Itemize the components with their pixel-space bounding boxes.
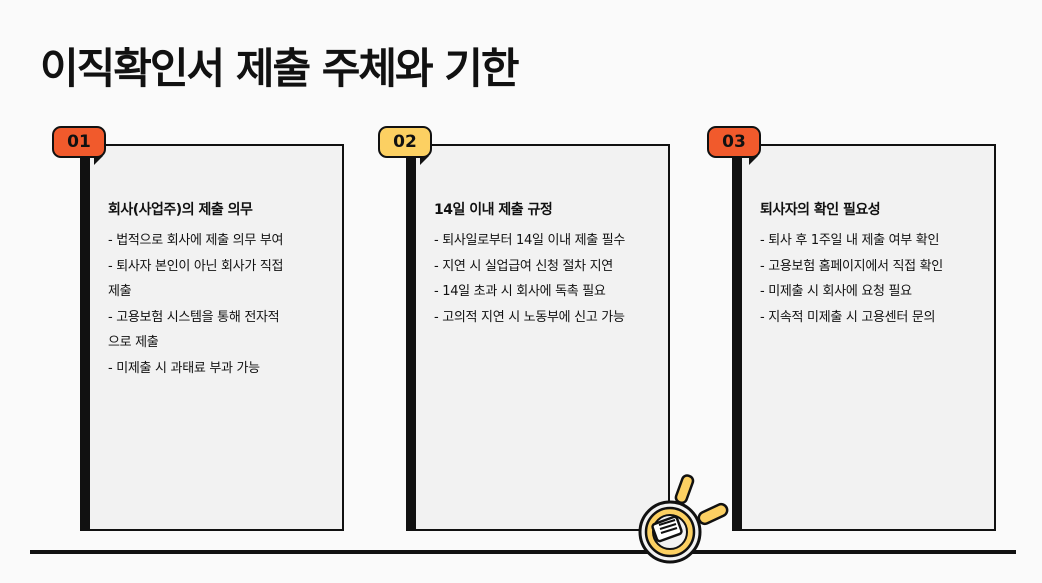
list-item: - 지연 시 실업급여 신청 절차 지연	[434, 258, 613, 274]
list-item: 제출	[108, 284, 132, 299]
step-number: 03	[722, 132, 746, 152]
page-title: 이직확인서 제출 주체와 기한	[40, 44, 520, 93]
card-01: 회사(사업주)의 제출 의무 - 법적으로 회사에 제출 의무 부여 - 퇴사자…	[80, 144, 344, 531]
card-list: - 퇴사 후 1주일 내 제출 여부 확인 - 고용보험 홈페이지에서 직접 확…	[760, 228, 986, 330]
card-heading: 14일 이내 제출 규정	[434, 202, 553, 218]
card-list: - 법적으로 회사에 제출 의무 부여 - 퇴사자 본인이 아닌 회사가 직접 …	[108, 228, 334, 381]
card-03: 퇴사자의 확인 필요성 - 퇴사 후 1주일 내 제출 여부 확인 - 고용보험…	[732, 144, 996, 531]
card-shadow-bar	[732, 158, 742, 531]
step-number: 01	[67, 132, 91, 152]
list-item: - 퇴사일로부터 14일 이내 제출 필수	[434, 233, 626, 248]
card-list: - 퇴사일로부터 14일 이내 제출 필수 - 지연 시 실업급여 신청 절차 …	[434, 228, 660, 330]
baseline-divider	[30, 550, 1016, 554]
list-item: - 법적으로 회사에 제출 의무 부여	[108, 233, 284, 248]
speech-tail-icon	[94, 156, 103, 165]
card-shadow-bar	[80, 158, 90, 531]
card-02: 14일 이내 제출 규정 - 퇴사일로부터 14일 이내 제출 필수 - 지연 …	[406, 144, 670, 531]
list-item: 으로 제출	[108, 335, 159, 350]
step-badge-01: 01	[52, 126, 106, 165]
list-item: - 미제출 시 과태료 부과 가능	[108, 360, 260, 376]
list-item: - 고의적 지연 시 노동부에 신고 가능	[434, 309, 625, 325]
list-item: - 고용보험 시스템을 통해 전자적	[108, 309, 280, 325]
step-badge-02: 02	[378, 126, 432, 165]
list-item: - 14일 초과 시 회사에 독촉 필요	[434, 284, 606, 299]
step-badge-03: 03	[707, 126, 761, 165]
card-shadow-bar	[406, 158, 416, 531]
step-number: 02	[393, 132, 417, 152]
card-content: 회사(사업주)의 제출 의무 - 법적으로 회사에 제출 의무 부여 - 퇴사자…	[108, 198, 334, 381]
frying-pan-spatula-icon	[638, 474, 729, 564]
speech-tail-icon	[749, 156, 758, 165]
card-content: 퇴사자의 확인 필요성 - 퇴사 후 1주일 내 제출 여부 확인 - 고용보험…	[760, 198, 986, 330]
speech-tail-icon	[420, 156, 429, 165]
list-item: - 퇴사 후 1주일 내 제출 여부 확인	[760, 233, 940, 248]
card-heading: 퇴사자의 확인 필요성	[760, 202, 881, 218]
list-item: - 고용보험 홈페이지에서 직접 확인	[760, 258, 943, 274]
list-item: - 지속적 미제출 시 고용센터 문의	[760, 309, 936, 325]
list-item: - 퇴사자 본인이 아닌 회사가 직접	[108, 258, 284, 274]
card-content: 14일 이내 제출 규정 - 퇴사일로부터 14일 이내 제출 필수 - 지연 …	[434, 198, 660, 330]
list-item: - 미제출 시 회사에 요청 필요	[760, 284, 912, 299]
card-heading: 회사(사업주)의 제출 의무	[108, 202, 253, 218]
